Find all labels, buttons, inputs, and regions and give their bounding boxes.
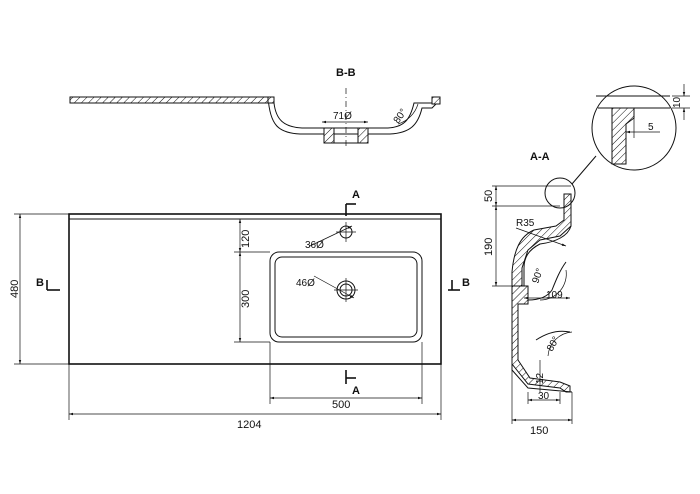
bb-bowl-inner — [273, 102, 434, 129]
aa-upper-wall — [511, 193, 572, 287]
aa-angle-90: 90° — [530, 267, 546, 285]
aa-radius: R35 — [516, 218, 535, 229]
dim-480: 480 — [9, 280, 21, 298]
section-aa-label: A-A — [530, 151, 550, 163]
aa-angle-80: 80° — [545, 335, 562, 354]
dim-120: 120 — [240, 230, 252, 248]
aa-dim-30: 30 — [538, 391, 550, 402]
tap-hole-dim: 36Ø — [305, 240, 324, 251]
detail-dim-5: 5 — [648, 122, 654, 133]
section-a-top-mark: A — [352, 189, 360, 201]
bb-slab-left — [69, 96, 269, 104]
drain-hole-dim: 46Ø — [296, 278, 315, 289]
detail-dim-10: 10 — [672, 96, 683, 108]
bb-angle-label: 80° — [392, 107, 410, 126]
plan-basin-outer — [269, 251, 423, 343]
aa-dim-109: 109 — [546, 290, 563, 301]
dim-1204: 1204 — [237, 419, 261, 431]
bb-drain-right — [357, 127, 369, 144]
aa-lower-wall — [511, 285, 571, 393]
dim-500: 500 — [332, 399, 350, 411]
section-aa-view: A-A 50 190 R35 90° 109 80° 12 — [483, 84, 690, 437]
section-b-left-mark: B — [36, 277, 44, 289]
detail-section — [611, 107, 635, 165]
section-bb-view: B-B 71Ø 80° — [69, 67, 441, 148]
bb-drain-left — [323, 127, 335, 144]
detail-callout-small — [544, 177, 576, 209]
detail-callout-large — [591, 85, 677, 171]
section-a-bottom-mark: A — [352, 385, 360, 397]
bb-drain-dim: 71Ø — [333, 111, 352, 122]
aa-dim-150: 150 — [530, 425, 548, 437]
detail-magnified: 5 10 — [596, 84, 690, 165]
plan-view: 36Ø 46Ø A A B B 480 120 300 — [9, 189, 470, 431]
plan-basin-inner — [274, 256, 418, 338]
aa-dim-190: 190 — [483, 238, 495, 256]
bb-bowl-outer — [267, 96, 441, 135]
section-b-right-mark: B — [462, 277, 470, 289]
dim-300: 300 — [240, 290, 252, 308]
aa-dim-12: 12 — [535, 372, 546, 384]
section-bb-label: B-B — [336, 67, 356, 79]
aa-dim-50: 50 — [483, 190, 495, 202]
